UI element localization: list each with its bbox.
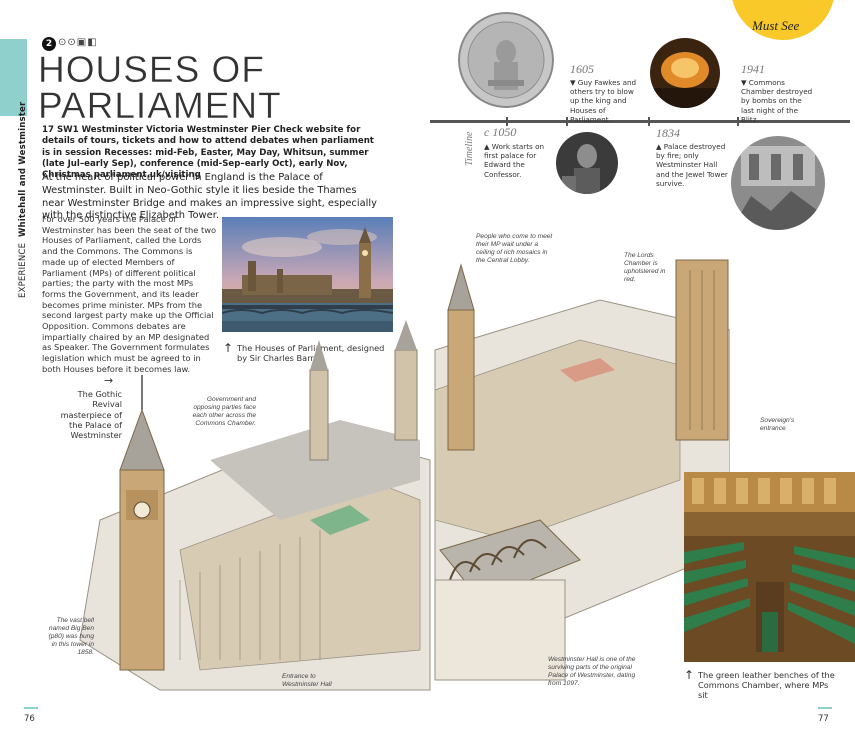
event-text-4: ▼ Commons Chamber destroyed by bombs on … [741,78,813,124]
page-accent-right [818,707,832,709]
event-text-3: ▲ Palace destroyed by fire; only Westmin… [656,142,728,188]
section-tab [0,39,27,116]
callout-lords: The Lords Chamber is upholstered in red. [624,252,666,283]
section-name: EXPERIENCE [18,242,28,298]
section-label: EXPERIENCE Whitehall and Westminster [18,102,28,298]
intro-paragraph: At the heart of political power in Engla… [42,172,377,222]
event-text-1: ▲ Work starts on first palace for Edward… [484,142,545,179]
page-title: HOUSES OF PARLIAMENT [38,49,282,126]
event-year-3: 1834 [656,126,680,140]
practical-info: 17 SW1 Westminster Victoria Westminster … [42,125,374,181]
category-icons: ⊙⊙▣◧ [58,37,98,48]
seal-image [458,12,554,108]
gothic-caption: The Gothic Revival masterpiece of the Pa… [60,389,122,441]
arrow-right-icon: → [104,374,114,387]
culture-icon: ⊙ [58,37,68,48]
history-icon: ⊙ [67,37,77,48]
timeline-line [430,120,850,123]
event-text-2: ▼ Guy Fawkes and others try to blow up t… [570,78,637,124]
timeline-label: Timeline [464,131,475,166]
timeline-tick [566,117,568,126]
body-paragraph: For over 500 years the Palace of Westmin… [42,214,217,374]
photo-caption-1: The Houses of Parliament, designed by Si… [237,343,385,363]
area-name: Whitehall and Westminster [18,101,28,238]
must-see-label: Must See [752,18,800,33]
event-year-2: 1605 [570,62,594,76]
callout-hall: Westminster Hall is one of the surviving… [548,656,636,687]
page-number-left: 76 [24,714,35,724]
arrow-up-icon: ↑ [684,668,695,682]
callout-sovereign: Sovereign's entrance [760,417,795,432]
palace-illustration [40,220,731,700]
title-line-1: HOUSES OF [38,49,265,90]
fire-image [650,38,720,108]
sight-number: 2 [42,37,56,51]
parliament-photo [222,217,393,332]
shopping-icon: ▣ [76,37,88,48]
family-icon: ◧ [87,37,98,48]
photo-caption-2: The green leather benches of the Commons… [698,670,835,700]
timeline-tick [737,117,739,126]
event-year-1: c 1050 [484,125,517,139]
guy-fawkes-image [556,132,618,194]
callout-people: People who come to meet their MP wait un… [476,233,553,264]
commons-photo [684,472,855,662]
timeline-tick [506,117,508,126]
title-line-2: PARLIAMENT [38,85,282,126]
event-year-4: 1941 [741,62,765,76]
arrow-up-icon: ↑ [223,341,234,355]
callout-entrance: Entrance to Westminster Hall [282,673,332,688]
callout-government: Government and opposing parties face eac… [192,396,256,427]
page-accent-left [24,707,38,709]
blitz-image [731,136,825,230]
page-number-right: 77 [818,714,829,724]
callout-bigben: The vast bell named Big Ben (p80) was hu… [48,617,94,656]
timeline-tick [648,117,650,126]
